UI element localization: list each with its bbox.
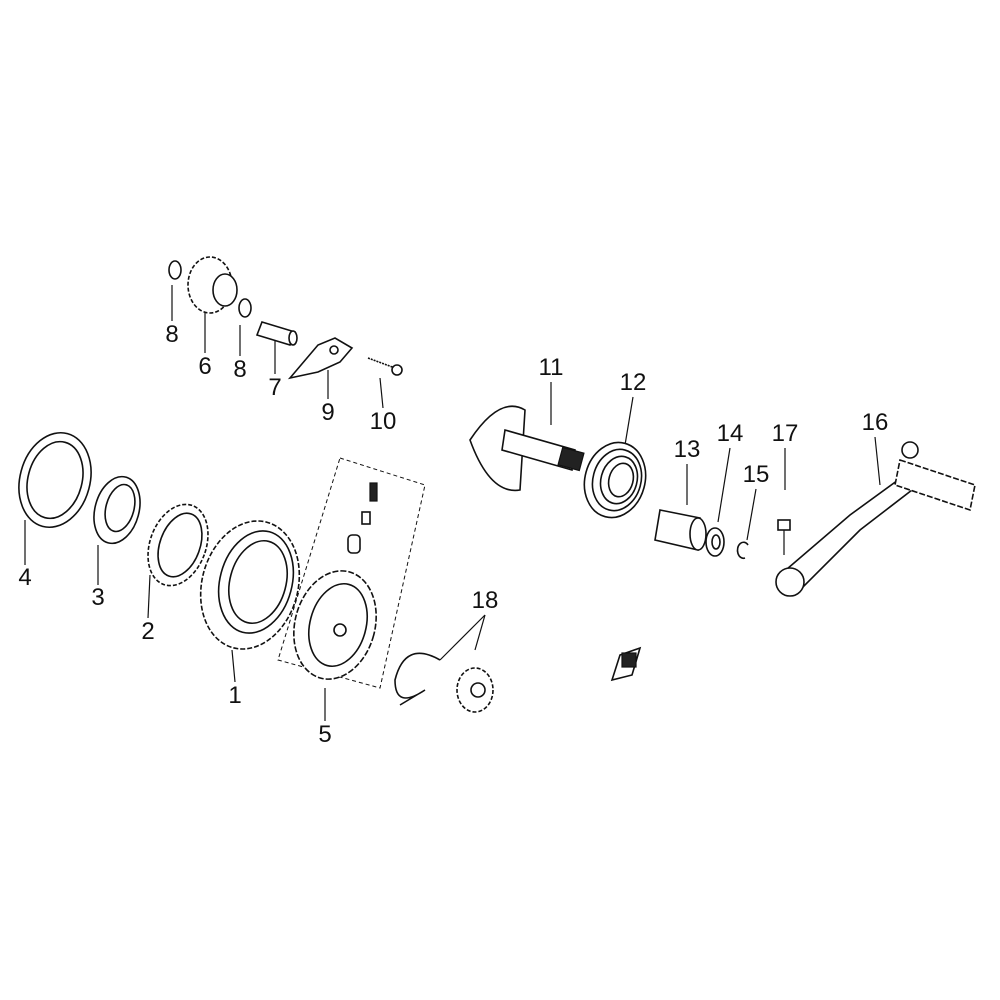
callout-8a: 8: [165, 321, 179, 348]
part-15-circlip: [736, 541, 749, 560]
part-17-bolt: [777, 519, 791, 555]
small-part: [610, 646, 642, 682]
callout-3: 3: [91, 584, 105, 611]
part-5-ratchet-kit: [277, 457, 426, 689]
part-6-idle-gear: [168, 256, 252, 318]
part-2-needle-bearing: [147, 503, 209, 587]
callout-18: 18: [471, 587, 499, 614]
part-12-kick-spring: [583, 441, 647, 519]
part-4-oil-seal: [18, 431, 92, 529]
callout-10: 10: [369, 408, 397, 435]
part-10-bolt: [367, 357, 403, 376]
callout-11: 11: [538, 354, 564, 381]
callout-9: 9: [321, 399, 335, 426]
part-11-kick-shaft: [469, 405, 585, 492]
callout-7: 7: [268, 374, 282, 401]
part-7-pin: [255, 321, 298, 346]
callout-1: 1: [228, 682, 242, 709]
part-9-pawl: [287, 337, 354, 380]
part-13-bushing: [654, 509, 707, 551]
callout-17: 17: [771, 420, 799, 447]
callout-6: 6: [198, 353, 212, 380]
callout-5: 5: [318, 721, 332, 748]
part-3-bearing: [93, 475, 141, 545]
callout-8b: 8: [233, 356, 247, 383]
callout-14: 14: [716, 420, 744, 447]
part-14-washer: [705, 527, 725, 557]
callout-2: 2: [141, 618, 155, 645]
callout-15: 15: [742, 461, 770, 488]
callout-12: 12: [619, 369, 647, 396]
part-18-drive-gear-set: [394, 652, 494, 713]
callout-13: 13: [673, 436, 701, 463]
part-16-kick-lever: [775, 441, 976, 597]
leader-lines: [24, 285, 881, 721]
part-1-starter-gear: [199, 520, 301, 650]
callout-4: 4: [18, 564, 32, 591]
callout-16: 16: [861, 409, 889, 436]
